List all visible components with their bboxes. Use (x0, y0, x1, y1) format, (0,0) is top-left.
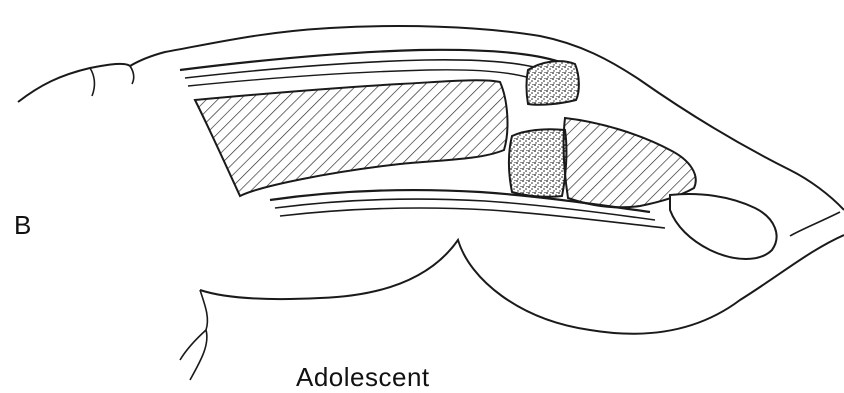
distal-tuft (670, 194, 777, 259)
epiphysis-dorsal (527, 61, 579, 105)
middle-phalanx (195, 80, 507, 196)
dorsal-crease (90, 68, 94, 96)
palm-crease (200, 290, 207, 330)
dorsal-tendon-line-1 (180, 50, 560, 70)
panel-label: B (14, 210, 31, 241)
epiphysis-volar (509, 129, 566, 197)
figure-caption: Adolescent (296, 362, 430, 393)
volar-tendon-line-3 (280, 208, 665, 228)
fingertip-outline (790, 212, 840, 236)
dorsal-crease-2 (130, 66, 134, 84)
